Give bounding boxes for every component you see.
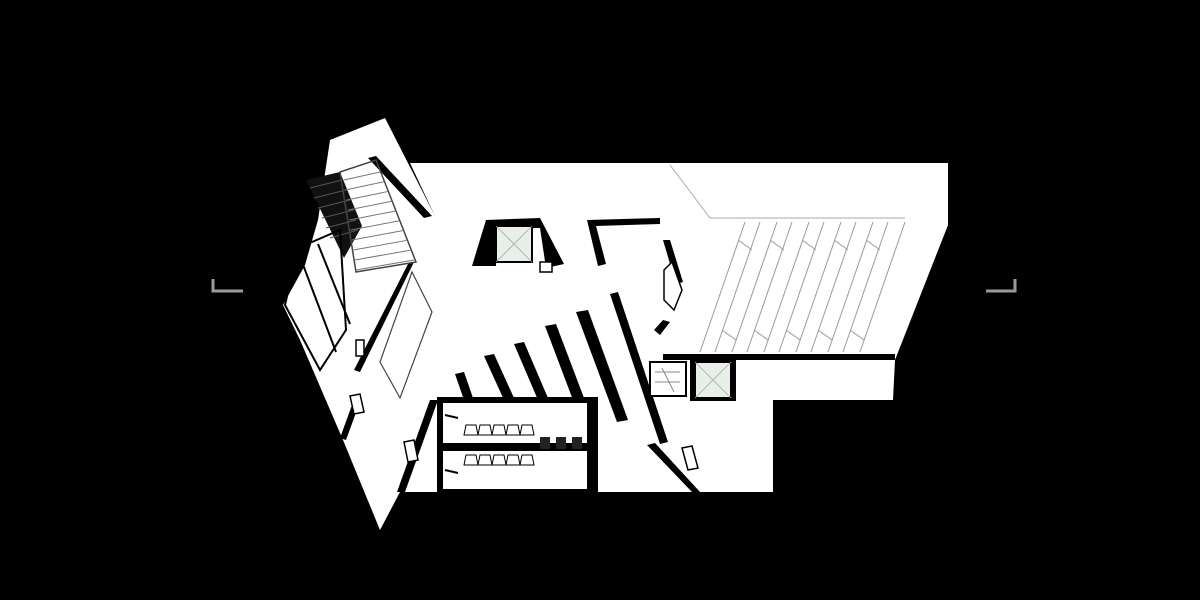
elevator-core-center: [472, 218, 564, 268]
elevator-core-right: [690, 357, 736, 401]
stair-tread: [350, 220, 399, 231]
section-marker-left: [211, 279, 243, 293]
stair-tread: [353, 239, 407, 251]
restroom-block: [437, 397, 598, 495]
stair-tread: [347, 200, 392, 211]
baffle-walls: [455, 310, 628, 422]
stair-tread: [349, 210, 396, 221]
left-walkway: [283, 228, 351, 372]
sink-row: [540, 437, 582, 449]
section-marker-right: [986, 279, 1017, 293]
stair-tread: [354, 249, 411, 261]
stair-tread: [355, 259, 415, 271]
toilet-stall: [519, 424, 535, 436]
stair-tread: [343, 171, 381, 181]
hall-floor: [660, 163, 948, 356]
ramp: [379, 270, 433, 400]
stair-tread: [345, 181, 384, 191]
hall-edge-line: [669, 164, 905, 219]
stair-tread: [346, 191, 388, 201]
door-swings: [349, 260, 699, 471]
toilet-stall: [519, 454, 535, 466]
left-stair: [306, 159, 418, 273]
small-stair-right: [649, 361, 687, 397]
seating-rows: [699, 221, 906, 353]
stair-tread: [351, 230, 403, 241]
walls: [340, 156, 895, 492]
